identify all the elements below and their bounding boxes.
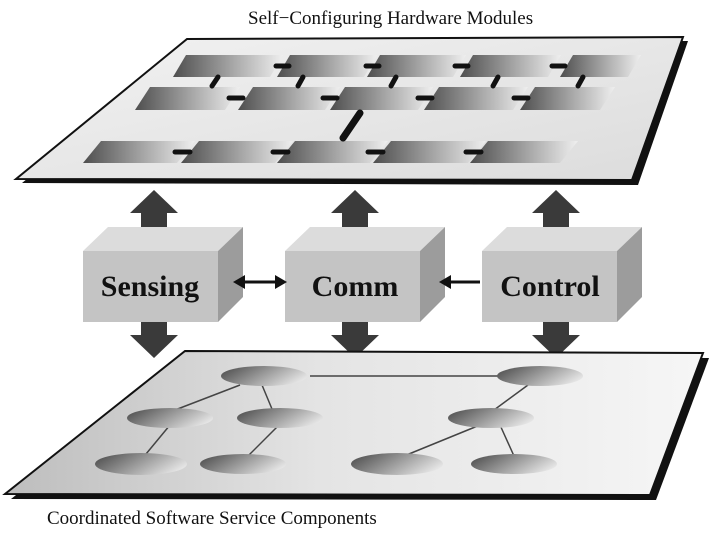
hardware-module (520, 87, 615, 110)
comm-box-side (420, 227, 445, 322)
hardware-module (367, 55, 466, 77)
sensing-box-top (83, 227, 243, 251)
hardware-connectors (172, 63, 586, 155)
sensing-box: Sensing (83, 227, 243, 322)
service-link (174, 384, 241, 411)
connector (388, 74, 399, 89)
software-plane-surface (2, 349, 705, 497)
connector (295, 74, 306, 89)
connector (575, 74, 586, 89)
service-component (448, 408, 534, 428)
comm-box-top (285, 227, 445, 251)
service-component (497, 366, 583, 386)
hardware-module (424, 87, 528, 110)
hardware-module (173, 55, 283, 77)
up-arrow-control (532, 190, 580, 232)
service-links (145, 375, 529, 457)
service-component (237, 408, 323, 428)
hardware-module (560, 55, 641, 77)
comm-box: Comm (285, 227, 445, 322)
connector (490, 74, 501, 89)
service-link (493, 384, 529, 411)
service-component (95, 453, 187, 475)
control-box: Control (482, 227, 642, 322)
control-box-top (482, 227, 642, 251)
service-component (127, 408, 213, 428)
service-link (261, 384, 273, 410)
down-arrow-comm (331, 320, 379, 358)
hardware-module (277, 141, 388, 163)
up-arrow-sensing (130, 190, 178, 232)
hardware-module (460, 55, 561, 77)
service-components (95, 366, 583, 475)
hardware-module (135, 87, 240, 110)
service-component (351, 453, 443, 475)
horizontal-arrows (233, 275, 480, 289)
hardware-module (83, 141, 195, 163)
hardware-plane (13, 35, 688, 185)
control-box-side (617, 227, 642, 322)
control-box-front (482, 251, 617, 322)
down-arrow-sensing (130, 320, 178, 358)
sensing-box-front (83, 251, 218, 322)
control-label: Control (500, 270, 599, 303)
hardware-module (470, 141, 578, 163)
arrowhead-to-sensing (233, 275, 245, 289)
sensing-label: Sensing (101, 270, 199, 303)
hardware-module (181, 141, 293, 163)
service-link (499, 424, 515, 457)
hardware-layer-caption: Self−Configuring Hardware Modules (248, 8, 534, 29)
service-link (403, 424, 481, 457)
hardware-module (330, 87, 433, 110)
service-component (200, 454, 286, 474)
service-component (221, 366, 307, 386)
vertical-arrows (130, 190, 580, 358)
comm-label: Comm (312, 270, 399, 303)
down-arrow-control (532, 320, 580, 358)
arrowhead-control-to-comm (439, 275, 451, 289)
service-component (471, 454, 557, 474)
arrowhead-to-comm (275, 275, 287, 289)
connector (339, 109, 364, 142)
sensing-box-side (218, 227, 243, 322)
hardware-modules (83, 55, 641, 163)
software-plane (2, 349, 709, 500)
service-link (247, 425, 279, 457)
up-arrow-comm (331, 190, 379, 232)
hardware-module (238, 87, 340, 110)
connector (209, 74, 221, 89)
hardware-module (277, 55, 377, 77)
hardware-module (373, 141, 486, 163)
service-link (145, 424, 171, 455)
comm-box-front (285, 251, 420, 322)
software-layer-caption: Coordinated Software Service Components (47, 508, 377, 529)
